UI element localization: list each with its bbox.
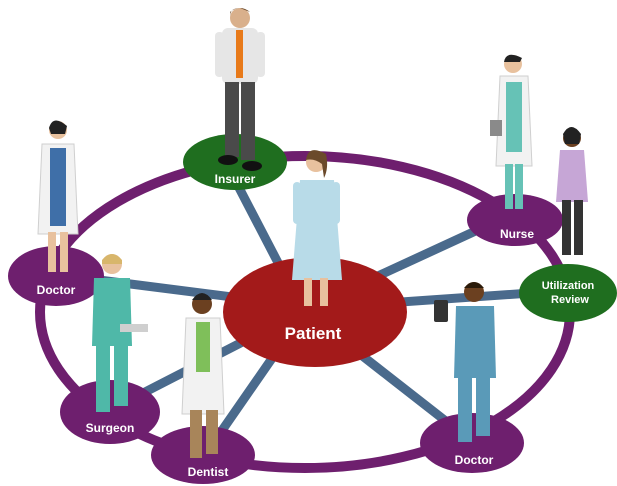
insurer-label: Insurer: [215, 172, 256, 186]
utilization-review-node: [519, 264, 617, 322]
patient-node: [223, 257, 407, 367]
surgeon-figure: [92, 254, 148, 412]
doctor-left-label: Doctor: [37, 283, 76, 297]
nurse-label: Nurse: [500, 227, 534, 241]
doctor-right-figure: [434, 282, 496, 442]
dentist-label: Dentist: [188, 465, 229, 479]
utilization-review-figure: [556, 127, 588, 255]
dentist-node: [151, 426, 255, 484]
patient-label: Patient: [285, 324, 342, 343]
dentist-figure: [181, 293, 225, 458]
utilization-review-label-line1: Utilization: [542, 280, 595, 292]
doctor-right-label: Doctor: [455, 453, 494, 467]
doctor-left-node: [8, 246, 104, 306]
utilization-review-label-line2: Review: [551, 294, 589, 306]
nurse-node: [467, 194, 563, 246]
nurse-figure: [490, 54, 533, 209]
patient-figure: [292, 150, 342, 306]
insurer-figure: [215, 8, 265, 171]
surgeon-label: Surgeon: [86, 421, 135, 435]
doctor-left-figure: [37, 120, 79, 272]
doctor-right-node: [420, 413, 524, 473]
